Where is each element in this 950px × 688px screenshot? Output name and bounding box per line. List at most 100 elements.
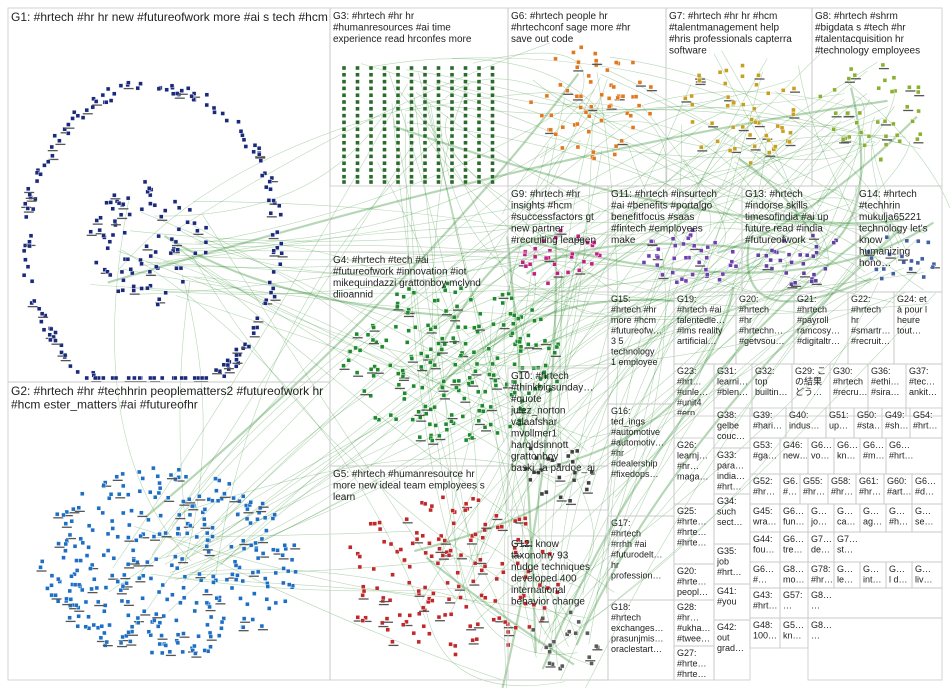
network-node xyxy=(689,93,694,99)
network-node xyxy=(482,389,488,394)
network-node xyxy=(175,531,180,536)
network-node xyxy=(75,623,80,629)
network-node xyxy=(436,147,441,152)
group-label-line: G54: xyxy=(913,410,933,420)
network-node xyxy=(467,375,472,381)
network-edge xyxy=(560,252,666,681)
network-node xyxy=(428,327,433,332)
group-box-g42 xyxy=(713,619,751,681)
network-node xyxy=(148,489,153,495)
node-label-mark xyxy=(258,506,269,508)
group-label-line: #hrt… xyxy=(717,567,742,577)
network-node xyxy=(463,437,469,443)
network-node xyxy=(365,332,371,338)
node-label-mark xyxy=(239,543,250,546)
network-node xyxy=(477,311,483,317)
network-node xyxy=(184,531,190,536)
group-label-line: G55: xyxy=(803,476,823,486)
network-node xyxy=(502,619,508,625)
network-node xyxy=(547,248,553,253)
network-node xyxy=(476,65,482,71)
node-label-mark xyxy=(62,514,73,517)
node-label-mark xyxy=(102,645,113,647)
network-node xyxy=(614,60,619,65)
group-label-line: learn xyxy=(333,492,355,503)
node-label-mark xyxy=(469,584,480,586)
network-node xyxy=(341,72,347,78)
node-label-mark xyxy=(27,305,38,308)
network-edge xyxy=(220,106,888,566)
network-edge xyxy=(163,221,869,263)
node-label-mark xyxy=(617,143,628,146)
network-node xyxy=(279,241,284,246)
node-label-mark xyxy=(51,598,62,600)
node-label-mark xyxy=(573,70,584,72)
node-label-mark xyxy=(358,598,369,600)
network-node xyxy=(108,492,114,497)
network-edge xyxy=(367,58,606,118)
group-label-line: learnj… xyxy=(677,451,708,461)
network-node xyxy=(67,532,73,538)
network-node xyxy=(388,541,394,547)
network-node xyxy=(278,262,283,267)
group-label-line: #technology employees xyxy=(815,46,920,57)
network-node xyxy=(157,531,162,537)
network-node xyxy=(494,513,499,519)
network-node xyxy=(406,328,411,333)
node-label-mark xyxy=(885,257,896,259)
group-label-line: artificial… xyxy=(677,336,717,346)
group-label-line: ankit… xyxy=(909,387,937,397)
network-node xyxy=(224,118,229,123)
network-node xyxy=(449,167,455,173)
network-node xyxy=(341,363,346,368)
network-edge xyxy=(424,602,565,687)
network-node xyxy=(355,179,360,185)
node-label-mark xyxy=(841,141,852,143)
network-node xyxy=(725,103,730,108)
node-label-mark xyxy=(787,287,798,289)
group-label-line: indus… xyxy=(789,421,820,431)
node-label-mark xyxy=(468,643,479,645)
network-node xyxy=(449,106,455,112)
network-node xyxy=(137,469,142,475)
group-label-line: G7… xyxy=(837,534,858,544)
node-label-mark xyxy=(367,372,378,374)
node-label-mark xyxy=(730,151,741,154)
node-label-mark xyxy=(414,414,425,417)
network-node xyxy=(422,126,428,132)
network-node xyxy=(141,573,146,578)
network-node xyxy=(476,179,482,185)
network-node xyxy=(409,113,414,118)
group-label-line: hr xyxy=(611,560,619,570)
network-node xyxy=(832,87,837,93)
network-edge xyxy=(112,83,408,569)
network-node xyxy=(180,649,185,655)
group-box-g1 xyxy=(7,7,331,383)
network-node xyxy=(420,385,425,390)
group-label-line: G6… xyxy=(811,440,832,450)
network-node xyxy=(483,522,488,527)
group-label-line: G35: xyxy=(717,546,737,556)
network-node xyxy=(368,174,374,180)
network-node xyxy=(240,578,245,584)
network-node xyxy=(156,297,162,302)
network-node xyxy=(578,105,583,110)
node-label-mark xyxy=(155,302,166,304)
network-edge xyxy=(568,267,922,585)
network-node xyxy=(874,267,879,272)
group-label: G5…kn… xyxy=(783,620,804,641)
network-edge xyxy=(574,273,712,315)
node-label-mark xyxy=(88,567,99,570)
node-label-mark xyxy=(434,620,445,622)
network-edge xyxy=(150,573,469,592)
network-node xyxy=(252,591,257,596)
network-node xyxy=(234,357,239,362)
network-node xyxy=(422,585,428,590)
network-edge xyxy=(472,52,585,95)
network-node xyxy=(181,585,186,590)
network-node xyxy=(429,503,435,509)
network-node xyxy=(371,325,376,330)
network-node xyxy=(455,570,460,575)
